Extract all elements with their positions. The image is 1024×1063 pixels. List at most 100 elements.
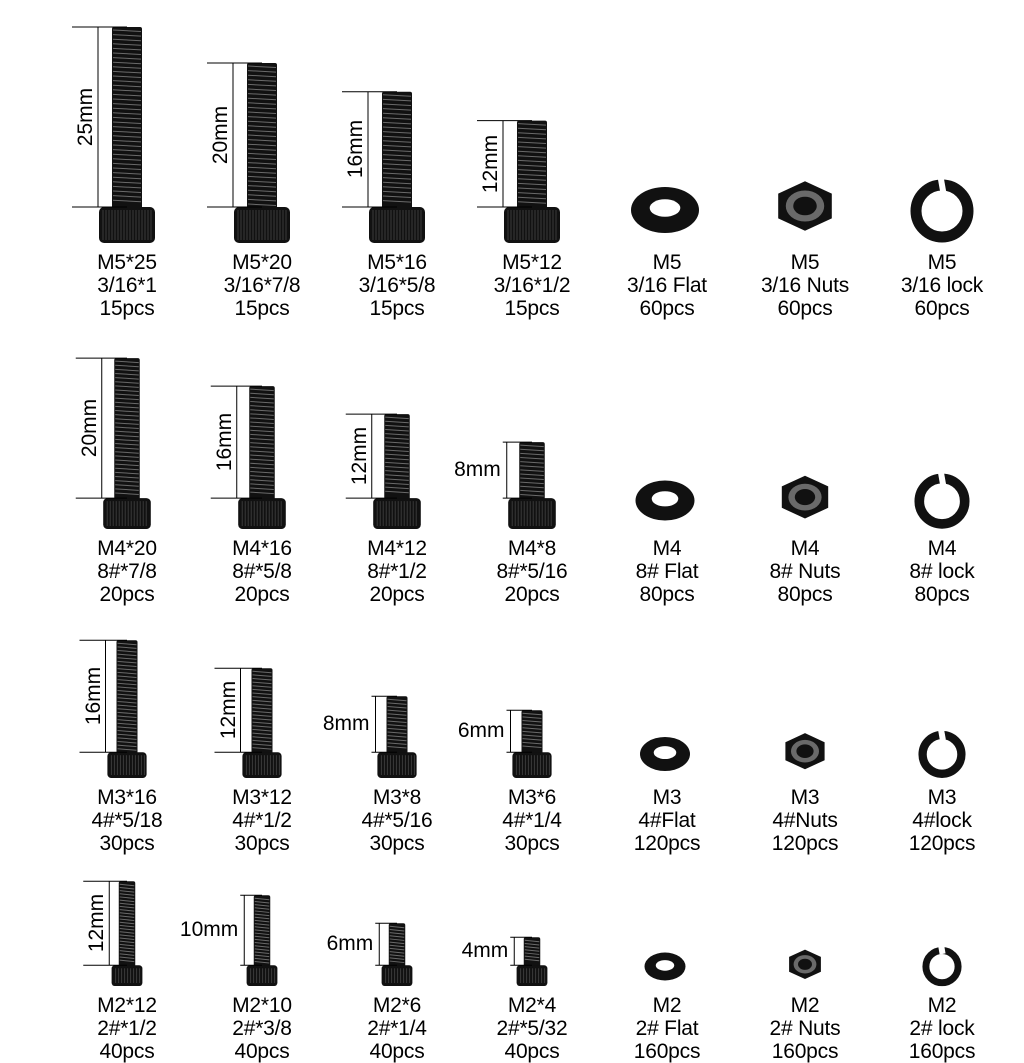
nut-hole <box>794 489 816 506</box>
screw-length-label: 10mm <box>179 918 239 942</box>
head-knurling <box>380 755 415 775</box>
head-knurling <box>507 210 557 240</box>
screw-threads <box>112 29 142 203</box>
nut-graphic <box>778 181 832 231</box>
quantity-label: 80pcs <box>777 583 833 606</box>
washer-hole <box>651 491 679 507</box>
metric-size-label: M5 <box>927 251 957 274</box>
nut-hole <box>796 744 814 758</box>
lock-washer-ring <box>918 730 966 778</box>
dimension-line <box>79 639 127 753</box>
metric-size-label: M4*12 <box>367 537 427 560</box>
dimension-line <box>210 385 262 499</box>
screw-head <box>516 965 548 986</box>
metric-size-label: M4*20 <box>97 537 157 560</box>
metric-size-label: M3*16 <box>97 786 157 809</box>
quantity-label: 80pcs <box>914 583 970 606</box>
screw-threads <box>524 939 540 962</box>
metric-size-label: M2*4 <box>507 994 557 1017</box>
imperial-size-label: 4#lock <box>912 809 972 832</box>
quantity-label: 60pcs <box>639 297 695 320</box>
quantity-label: 120pcs <box>633 832 701 855</box>
dimension-line <box>510 936 532 966</box>
screw-graphic <box>79 639 147 778</box>
screw-length-label: 16mm <box>81 667 105 726</box>
quantity-label: 15pcs <box>99 297 155 320</box>
quantity-label: 160pcs <box>908 1040 976 1063</box>
nut-graphic <box>789 949 821 979</box>
dimension-line <box>342 91 397 208</box>
screw-shank <box>519 442 545 501</box>
lock-graphic <box>918 726 966 778</box>
screw-graphic <box>342 91 425 243</box>
screw-length-label: 6mm <box>457 719 505 743</box>
quantity-label: 20pcs <box>99 583 155 606</box>
screw-threads <box>250 388 274 495</box>
screw-graphic <box>214 667 282 778</box>
head-knurling <box>106 501 147 526</box>
imperial-size-label: 4#*1/4 <box>502 809 562 832</box>
head-knurling <box>372 210 422 240</box>
quantity-label: 40pcs <box>234 1040 290 1063</box>
imperial-size-label: 4#*1/2 <box>232 809 292 832</box>
quantity-label: 30pcs <box>99 832 155 855</box>
screw-graphic <box>207 62 290 243</box>
imperial-size-label: 3/16 Flat <box>627 274 707 297</box>
metric-size-label: M3 <box>790 786 820 809</box>
imperial-size-label: 3/16*1/2 <box>493 274 571 297</box>
imperial-size-label: 2# lock <box>909 1017 975 1040</box>
imperial-size-label: 2#*3/8 <box>232 1017 292 1040</box>
imperial-size-label: 4#Nuts <box>772 809 838 832</box>
quantity-label: 30pcs <box>504 832 560 855</box>
metric-size-label: M2*10 <box>232 994 292 1017</box>
screw-threads <box>119 883 135 963</box>
head-knurling <box>511 501 552 526</box>
washer-hole <box>655 960 675 971</box>
screw-head <box>377 752 417 778</box>
metric-size-label: M5*12 <box>502 251 562 274</box>
screw-threads <box>115 360 139 495</box>
screw-length-label: 20mm <box>209 105 232 165</box>
quantity-label: 20pcs <box>234 583 290 606</box>
dimension-line <box>345 413 397 499</box>
screw-threads <box>517 123 547 204</box>
head-knurling <box>376 501 417 526</box>
imperial-size-label: 8#*5/16 <box>496 560 568 583</box>
head-knurling <box>102 210 152 240</box>
quantity-label: 80pcs <box>639 583 695 606</box>
quantity-label: 120pcs <box>771 832 839 855</box>
screw-shank <box>116 640 138 755</box>
dimension-line <box>75 357 127 499</box>
quantity-label: 160pcs <box>633 1040 701 1063</box>
imperial-size-label: 2#*1/2 <box>97 1017 157 1040</box>
imperial-size-label: 2#*5/32 <box>496 1017 568 1040</box>
metric-size-label: M5*20 <box>232 251 292 274</box>
screw-threads <box>520 444 544 497</box>
metric-size-label: M4*8 <box>507 537 557 560</box>
lock-washer-split <box>937 726 946 741</box>
metric-size-label: M5 <box>652 251 682 274</box>
head-knurling <box>245 755 280 775</box>
metric-size-label: M3 <box>927 786 957 809</box>
head-knurling <box>250 968 276 983</box>
screw-threads <box>382 94 412 203</box>
screw-head <box>381 965 413 986</box>
screw-threads <box>254 897 270 964</box>
dimension-line <box>240 894 262 966</box>
imperial-size-label: 8# Nuts <box>769 560 841 583</box>
